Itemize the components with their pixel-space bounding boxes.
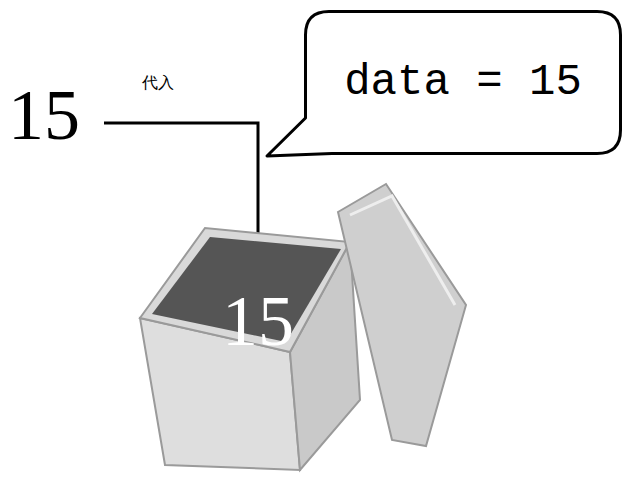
- box-lid: [338, 184, 466, 446]
- box-content: 15: [207, 272, 309, 372]
- lid-edge: [350, 196, 455, 305]
- value-label: 15: [8, 76, 80, 155]
- assign-label: 代入: [142, 74, 174, 92]
- speech-bubble: data = 15: [304, 10, 622, 155]
- bubble-path: [267, 12, 621, 157]
- node-text: 15: [222, 282, 294, 361]
- node-text: data = 15: [344, 58, 582, 106]
